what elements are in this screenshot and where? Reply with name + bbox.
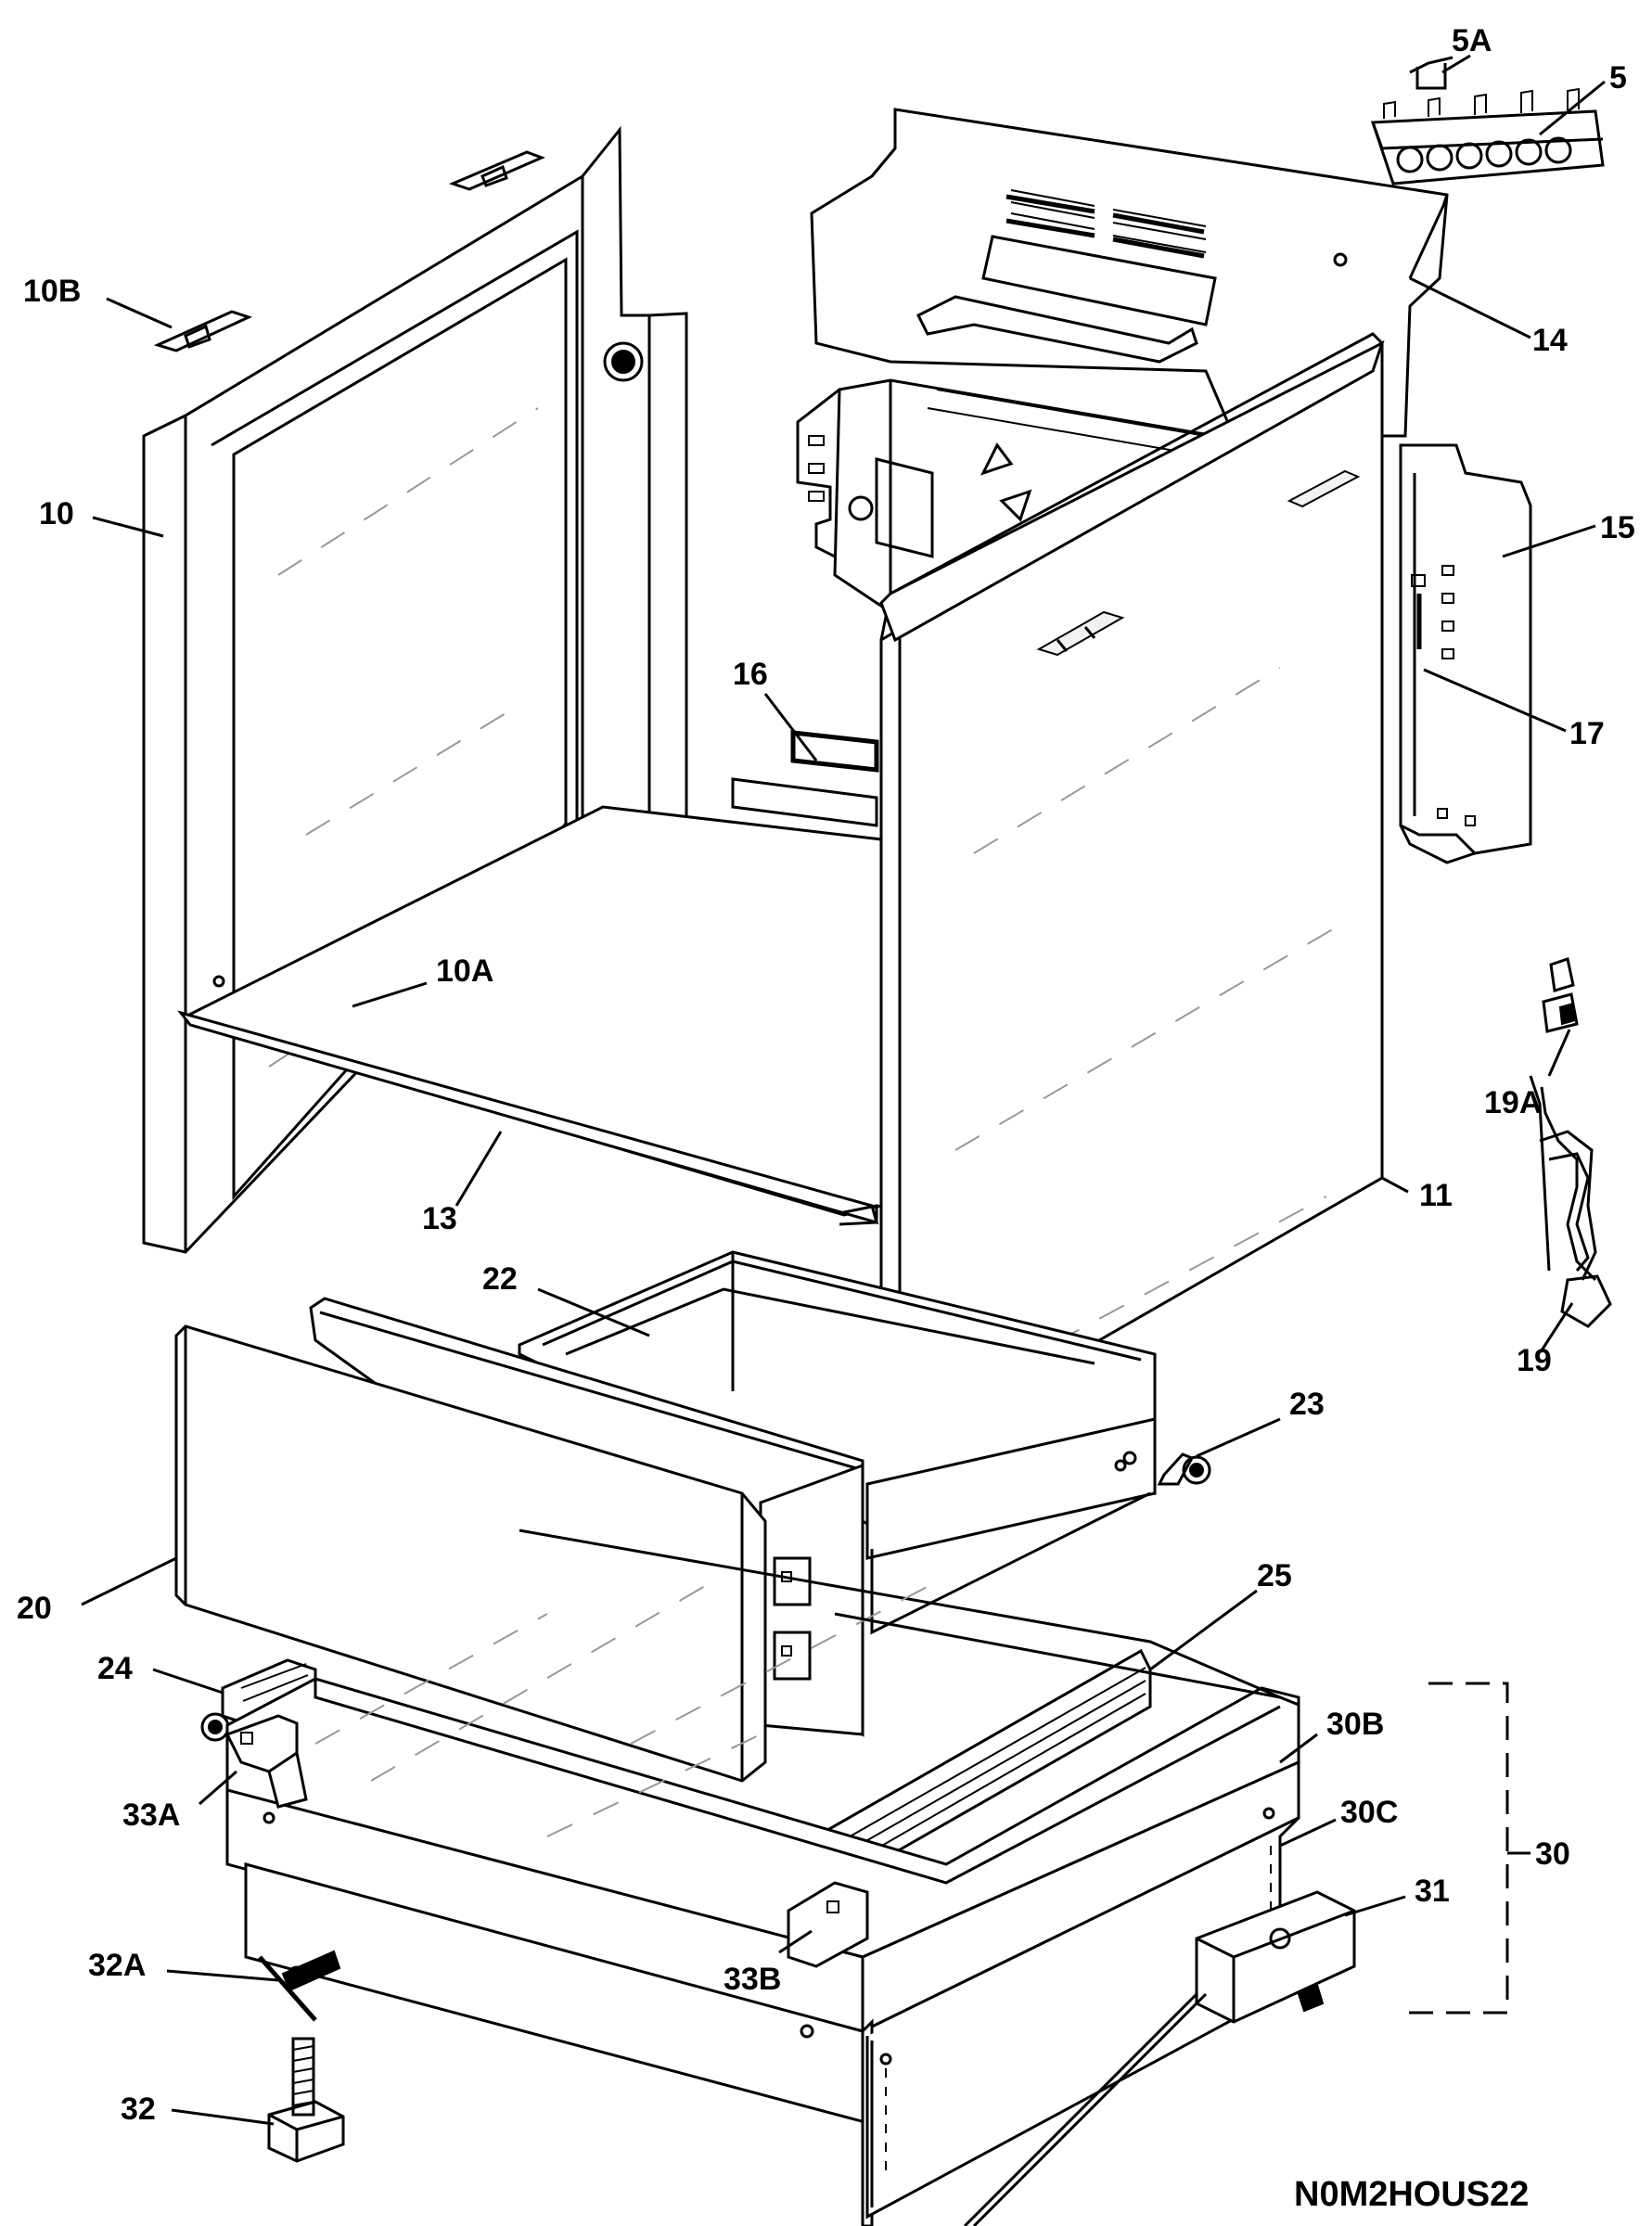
callout-19a: 19A bbox=[1484, 1085, 1542, 1120]
part-32-foot bbox=[267, 2037, 345, 2163]
callout-16: 16 bbox=[733, 657, 768, 692]
part-31-base-unit bbox=[963, 1890, 1356, 2226]
part-33b-bracket bbox=[787, 1881, 869, 1968]
part-22-drawer-box bbox=[518, 1250, 1157, 1635]
part-32a-foot-key bbox=[258, 1950, 341, 2022]
callout-10: 10 bbox=[39, 496, 74, 531]
callout-5: 5 bbox=[1609, 60, 1627, 96]
part-19-power-cable bbox=[1529, 1075, 1612, 1328]
part-20-drawer-front bbox=[174, 1297, 864, 1783]
part-10b-bracket bbox=[153, 150, 545, 352]
callout-31: 31 bbox=[1415, 1874, 1450, 1909]
callout-19: 19 bbox=[1517, 1343, 1552, 1378]
callout-17: 17 bbox=[1569, 716, 1605, 751]
callout-14: 14 bbox=[1532, 323, 1568, 358]
callout-33a: 33A bbox=[122, 1797, 180, 1833]
callout-30c: 30C bbox=[1340, 1795, 1398, 1830]
leader-lines bbox=[81, 54, 1606, 2126]
callout-5a: 5A bbox=[1452, 23, 1492, 58]
part-14-rear-panel bbox=[810, 108, 1449, 438]
callout-22: 22 bbox=[482, 1261, 518, 1297]
part-13-bottom-plate bbox=[177, 805, 883, 1226]
part-19a-terminal bbox=[1542, 957, 1579, 1033]
callout-25: 25 bbox=[1257, 1558, 1292, 1593]
callout-20: 20 bbox=[17, 1591, 52, 1626]
callout-24: 24 bbox=[97, 1651, 133, 1686]
callout-15: 15 bbox=[1600, 510, 1635, 545]
part-33a-bracket bbox=[224, 1714, 308, 1809]
callout-10a: 10A bbox=[436, 953, 493, 989]
callout-10b: 10B bbox=[23, 274, 81, 309]
callout-32a: 32A bbox=[88, 1948, 146, 1983]
drawing-code: N0M2HOUS22 bbox=[1294, 2175, 1529, 2214]
part-23-roller bbox=[1157, 1452, 1211, 1486]
part-30-group-bracket bbox=[1401, 1682, 1509, 2015]
callout-30b: 30B bbox=[1326, 1707, 1384, 1742]
callout-33b: 33B bbox=[724, 1962, 781, 1997]
callout-23: 23 bbox=[1289, 1387, 1325, 1422]
part-5-switch-block bbox=[1370, 87, 1605, 186]
callout-labels: 5A 5 10B 14 10 15 16 17 10A 19A 13 11 22… bbox=[17, 23, 1635, 2127]
callout-11: 11 bbox=[1419, 1178, 1453, 1213]
callout-30: 30 bbox=[1535, 1836, 1570, 1872]
callout-13: 13 bbox=[422, 1201, 457, 1236]
part-5a-clip bbox=[1409, 56, 1454, 90]
part-15-right-panel bbox=[1399, 443, 1532, 864]
part-30-base-frame bbox=[225, 1529, 1300, 2226]
callout-32: 32 bbox=[121, 2092, 156, 2127]
